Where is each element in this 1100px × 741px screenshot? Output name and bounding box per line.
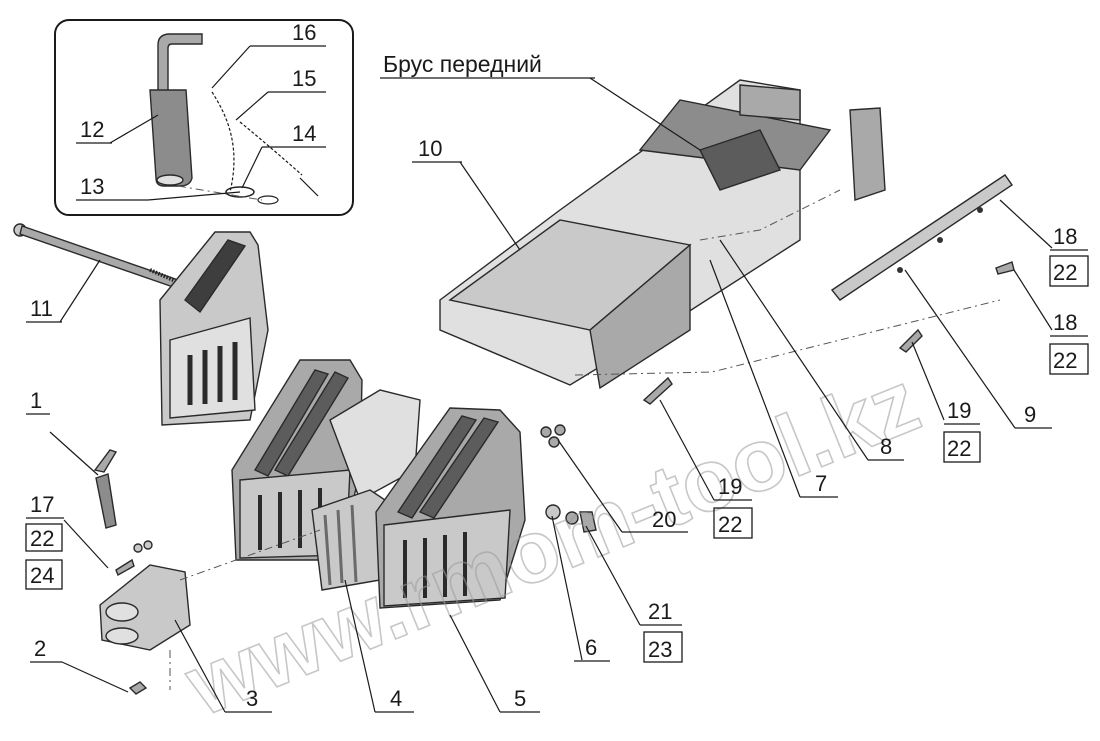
- fasteners: [115, 261, 1015, 695]
- callout-4: 4: [375, 686, 414, 713]
- callout-14: 14: [262, 121, 326, 148]
- svg-text:24: 24: [30, 563, 54, 588]
- callout-19-22-b: 19 22: [713, 474, 753, 539]
- svg-text:22: 22: [947, 436, 971, 461]
- svg-text:19: 19: [947, 398, 971, 423]
- svg-text:13: 13: [80, 174, 104, 199]
- callout-17: 17: [26, 492, 64, 519]
- tie-rod-11: [13, 223, 179, 289]
- callout-6: 6: [574, 635, 610, 662]
- svg-text:22: 22: [1053, 348, 1077, 373]
- svg-text:22: 22: [1053, 260, 1077, 285]
- svg-text:1: 1: [30, 388, 42, 413]
- svg-text:19: 19: [718, 474, 742, 499]
- callout-7: 7: [800, 471, 838, 498]
- callout-21-23: 21 23: [640, 599, 683, 663]
- svg-text:16: 16: [292, 20, 316, 45]
- callout-18-22-b: 18 22: [1049, 310, 1089, 375]
- svg-text:17: 17: [30, 492, 54, 517]
- weight-single: [159, 231, 269, 426]
- svg-text:12: 12: [80, 117, 104, 142]
- callout-9: 9: [1015, 402, 1052, 429]
- callout-10: 10: [412, 136, 462, 163]
- svg-text:5: 5: [514, 686, 526, 711]
- callout-20: 20: [622, 507, 688, 533]
- hitch-bracket-3: [93, 449, 321, 690]
- svg-text:18: 18: [1053, 310, 1077, 335]
- inset-detail: [54, 19, 354, 216]
- main-frame: [439, 79, 1001, 390]
- svg-text:4: 4: [390, 686, 402, 711]
- svg-text:18: 18: [1053, 224, 1077, 249]
- callout-11: 11: [26, 296, 62, 323]
- svg-text:15: 15: [292, 66, 316, 91]
- weight-stack-5: [375, 407, 526, 609]
- svg-text:10: 10: [418, 136, 442, 161]
- svg-text:21: 21: [648, 599, 672, 624]
- callout-5: 5: [500, 686, 540, 713]
- callout-8: 8: [868, 434, 904, 461]
- svg-text:9: 9: [1024, 402, 1036, 427]
- callout-19-22-a: 19 22: [943, 398, 981, 463]
- svg-text:2: 2: [34, 636, 46, 661]
- callout-18-22-a: 18 22: [1049, 224, 1089, 287]
- callout-1: 1: [26, 388, 50, 415]
- svg-text:20: 20: [652, 507, 676, 532]
- svg-text:7: 7: [815, 471, 827, 496]
- svg-text:11: 11: [30, 296, 53, 321]
- callout-3: 3: [225, 686, 272, 713]
- svg-text:22: 22: [718, 512, 742, 537]
- svg-text:8: 8: [880, 434, 892, 459]
- leader-lines: [49, 45, 1053, 713]
- plate-9: [830, 174, 1013, 301]
- callout-13: 13: [76, 174, 148, 201]
- front-beam-label: Брус передний: [383, 51, 542, 77]
- callout-2: 2: [30, 636, 62, 663]
- callout-16: 16: [250, 20, 326, 47]
- stacked-callouts: 22 24 18 22 18 22 19 22 19: [25, 224, 1089, 663]
- svg-text:22: 22: [30, 526, 54, 551]
- callout-12: 12: [76, 117, 112, 144]
- svg-text:23: 23: [648, 637, 672, 662]
- callout-15: 15: [268, 66, 326, 93]
- svg-text:6: 6: [585, 635, 597, 660]
- svg-text:3: 3: [246, 686, 258, 711]
- callouts: 12 16 15 14 13 11 1 17 2 3 4 5 6 20 7 8 …: [26, 20, 1052, 713]
- callout-22-24: 22 24: [25, 523, 63, 590]
- svg-text:14: 14: [292, 121, 316, 146]
